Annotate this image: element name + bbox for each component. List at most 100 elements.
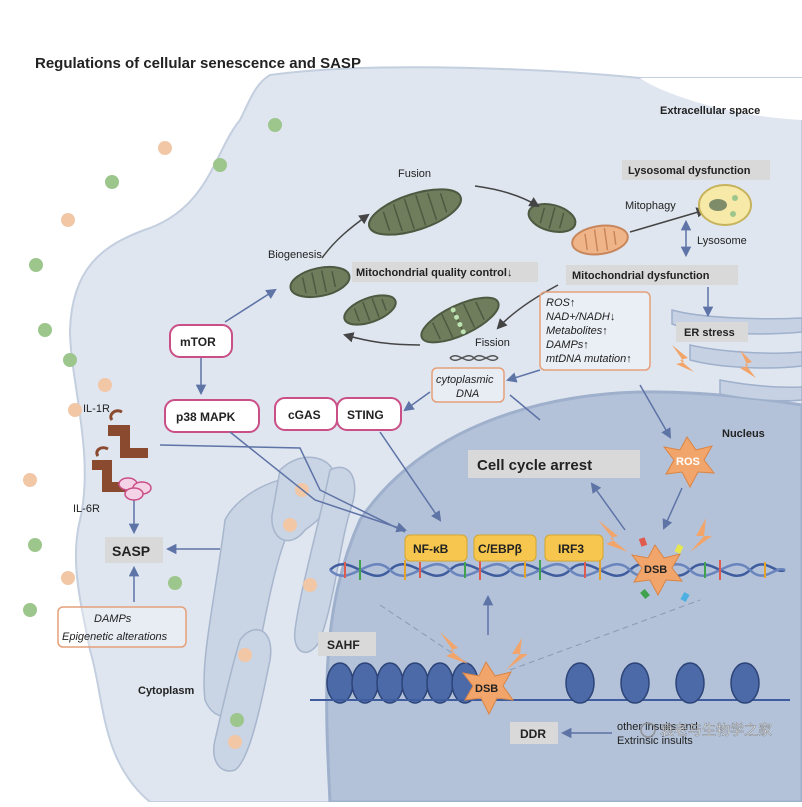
lightning-icon [672, 345, 694, 372]
sasp-input-damps: DAMPs [94, 613, 132, 625]
list-item: ROS↑ [546, 297, 575, 309]
il1r-receptor-icon [108, 409, 148, 458]
extracellular-label: Extracellular space [660, 105, 760, 117]
particle [23, 473, 37, 487]
particle [268, 118, 282, 132]
p38-box [164, 399, 260, 433]
sasp-label: SASP [112, 543, 150, 559]
mito-dysfunction-list-box [539, 291, 651, 371]
cebpb-label: C/EBPβ [478, 542, 522, 556]
lysosome [698, 184, 752, 226]
watermark-text: 衰老与生物学之家 [660, 722, 772, 738]
particle [63, 353, 77, 367]
sasp-inputs-box [57, 606, 187, 648]
cell-cycle-arrest-box [468, 450, 640, 478]
nucleus-label: Nucleus [722, 428, 765, 440]
fusion-label: Fusion [398, 168, 431, 180]
lysosome-label: Lysosome [697, 235, 747, 247]
sahf-label: SAHF [327, 638, 360, 652]
mitochondrion-right [527, 202, 577, 234]
watermark: 衰老与生物学之家 [640, 722, 772, 738]
cyto-dna-label-1: cytoplasmic [436, 374, 494, 386]
mitochondrion-damaged [571, 224, 629, 256]
lysosomal-dysfunction-label: Lysosomal dysfunction [628, 165, 751, 177]
particle [38, 323, 52, 337]
particle [105, 175, 119, 189]
figure-title: Regulations of cellular senescence and S… [35, 55, 361, 72]
sahf-box [318, 632, 376, 656]
ros-label: ROS [676, 456, 700, 468]
lightning-icon [440, 632, 468, 664]
fission-label: Fission [475, 337, 510, 349]
mitochondrion-biogenesis [289, 265, 351, 299]
lysosomal-dysfunction-box [622, 160, 770, 180]
cell-cycle-arrest-label: Cell cycle arrest [477, 457, 592, 474]
sasp-input-epigenetic: Epigenetic alterations [62, 631, 168, 643]
lightning-icon [690, 518, 712, 552]
particle [29, 258, 43, 272]
dna-break-fragments [638, 537, 690, 602]
irf3-label: IRF3 [558, 542, 584, 556]
mito-dysfunction-box [566, 265, 738, 285]
cgas-label: cGAS [288, 408, 321, 422]
mito-dysfunction-list: ROS↑ NAD+/NADH↓ Metabolites↑ DAMPs↑ mtDN… [546, 297, 632, 365]
lightning-icon [506, 638, 528, 670]
lightning-icon [740, 350, 756, 378]
list-item: mtDNA mutation↑ [546, 353, 632, 365]
dna-base-pairs [344, 560, 766, 580]
particle [303, 578, 317, 592]
mito-to-ros-arrow [639, 384, 672, 439]
particle [61, 213, 75, 227]
irf3-box [544, 534, 604, 562]
dsb-to-arrest-arrow [590, 482, 626, 531]
lightning-icon [598, 520, 628, 552]
cyto-dna-label-2: DNA [456, 388, 479, 400]
particle [28, 538, 42, 552]
mitochondrion-small [343, 294, 397, 326]
heterochromatin-nucleosomes [326, 662, 479, 704]
particle [68, 403, 82, 417]
list-item: NAD+/NADH↓ [546, 311, 615, 323]
ros-to-dsb-arrow [662, 487, 683, 530]
particle [213, 158, 227, 172]
mitophagy-label: Mitophagy [625, 200, 676, 212]
mito-quality-label: Mitochondrial quality control↓ [356, 267, 512, 279]
biogenesis-label: Biogenesis [268, 249, 322, 261]
particle [98, 378, 112, 392]
dsb-star-upper [630, 544, 684, 597]
particle [228, 735, 242, 749]
dsb-label-lower: DSB [475, 683, 498, 695]
dsb-star-lower [461, 660, 515, 716]
mitochondrion-fusion [368, 188, 462, 236]
particle [23, 603, 37, 617]
receptor-complex-icon [118, 477, 152, 501]
signaling-arrows [159, 394, 541, 533]
mito-dysfunction-label: Mitochondrial dysfunction [572, 270, 710, 282]
ddr-box [510, 722, 558, 744]
ddr-label: DDR [520, 727, 546, 741]
cyto-dna-box [431, 367, 505, 403]
cebpb-box [473, 534, 537, 562]
secreted-particles [23, 118, 317, 749]
nfkb-box [404, 534, 468, 562]
il6r-label: IL-6R [73, 503, 100, 515]
particle [61, 571, 75, 585]
extracellular-region [640, 78, 802, 120]
p38-label: p38 MAPK [176, 410, 236, 424]
er-stress-label: ER stress [684, 327, 735, 339]
dsb-label-upper: DSB [644, 564, 667, 576]
particle [230, 713, 244, 727]
chromatin-guide-right [509, 599, 701, 671]
dna-fragment-icon [449, 355, 499, 361]
list-item: Metabolites↑ [546, 325, 608, 337]
particle [168, 576, 182, 590]
other-insults-label: other insults and [617, 721, 698, 733]
sasp-box [105, 537, 163, 563]
ros-star [662, 436, 716, 489]
mito-quality-box [352, 262, 538, 282]
particle [238, 648, 252, 662]
sting-box [336, 397, 402, 431]
mtor-label: mTOR [180, 335, 216, 349]
sting-label: STING [347, 408, 384, 422]
